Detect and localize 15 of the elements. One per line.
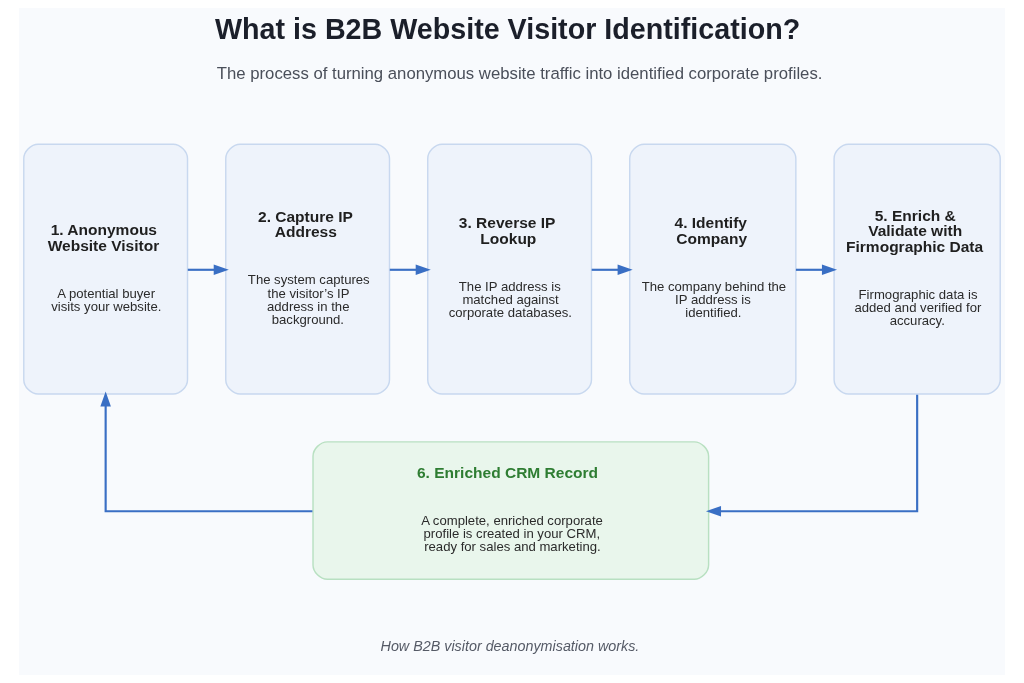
node-box: 1. Anonymous Website Visitor A potential buyer visits your website. xyxy=(23,143,189,395)
arrow xyxy=(389,264,431,276)
caption: How B2B visitor deanonymisation works. xyxy=(380,638,640,655)
node-box: 4. Identify Company The company behind the IP address is identified. xyxy=(629,143,797,395)
arrow xyxy=(591,264,633,276)
arrow xyxy=(100,391,313,513)
label: The process of turning anonymous website traffic into identified corporate profiles. xyxy=(216,64,823,84)
node-box: 6. Enriched CRM Record A complete, enriched corporate profile is created in your CRM, ready for sales and marketing. xyxy=(312,441,710,581)
arrow xyxy=(795,264,838,276)
diagram-title: What is B2B Website Visitor Identification? xyxy=(215,13,801,46)
arrow xyxy=(187,264,229,276)
node-box: 3. Reverse IP Lookup The IP address is matched against corporate databases. xyxy=(427,143,593,395)
arrow xyxy=(705,394,919,517)
node-box: 2. Capture IP Address The system captures the visitor’s IP address in the background. xyxy=(225,143,391,395)
node-box: 5. Enrich & Validate with Firmographic Data Firmographic data is added and verified for accuracy. xyxy=(833,143,1001,395)
